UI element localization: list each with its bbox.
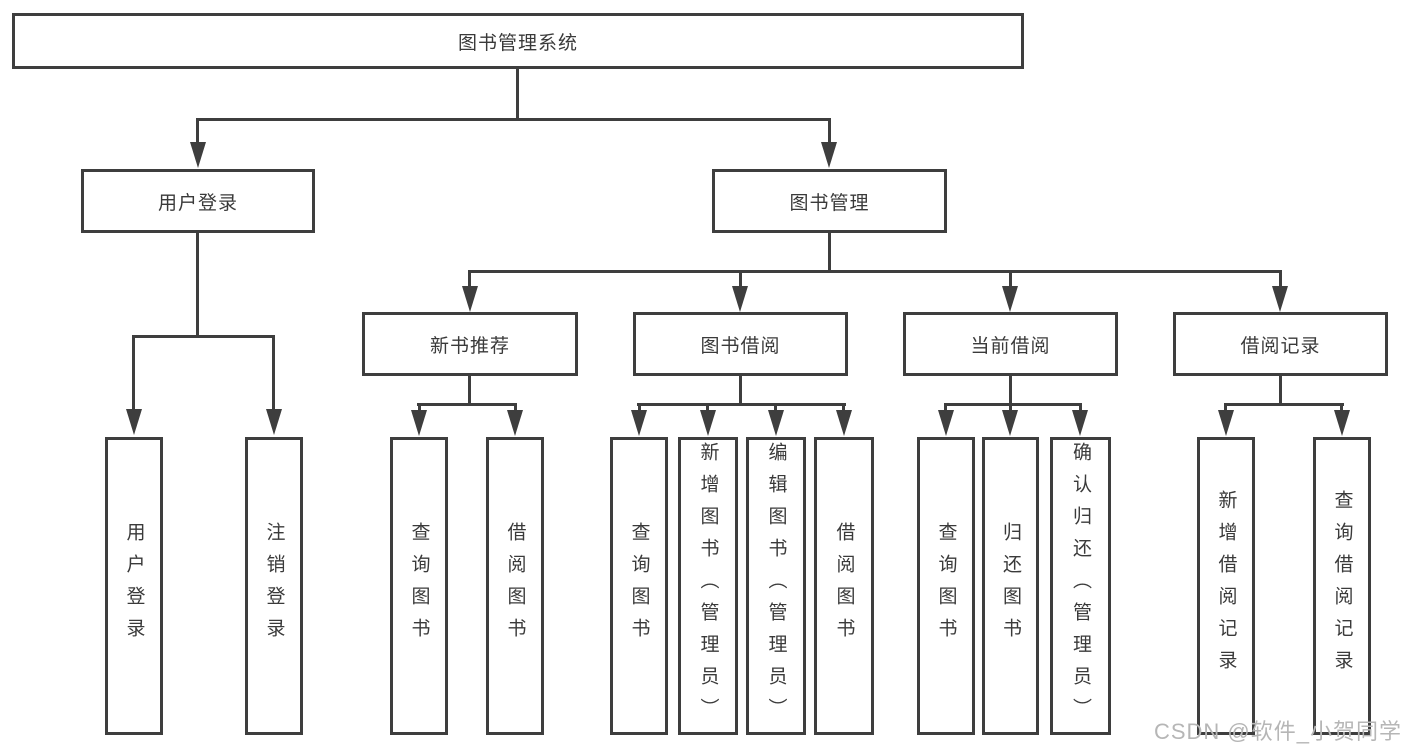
arrow-down-icon <box>462 286 478 312</box>
node-label: 用户登录 <box>157 192 238 214</box>
node-label: 查询图书 <box>628 522 650 650</box>
arrow-down-icon <box>190 142 206 168</box>
arrow-down-icon <box>700 410 716 436</box>
leaf-confirm-return-admin: 确认归还（管理员） <box>1050 437 1111 735</box>
connector-vline <box>1079 403 1082 412</box>
connector-vline <box>1009 270 1012 287</box>
node-label: 借阅图书 <box>833 522 855 650</box>
node-label: 用户登录 <box>123 522 145 650</box>
node-label: 图书借阅 <box>700 335 781 357</box>
arrow-down-icon <box>631 410 647 436</box>
connector-hline <box>637 403 846 406</box>
node-current-borrow: 当前借阅 <box>903 312 1118 376</box>
node-label: 当前借阅 <box>970 335 1051 357</box>
arrow-down-icon <box>1072 410 1088 436</box>
node-borrow-records: 借阅记录 <box>1173 312 1388 376</box>
arrow-down-icon <box>1334 410 1350 436</box>
arrow-down-icon <box>411 410 427 436</box>
arrow-down-icon <box>732 286 748 312</box>
connector-hline <box>417 403 517 406</box>
node-label: 借阅记录 <box>1240 335 1321 357</box>
connector-vline <box>739 374 742 405</box>
node-label: 图书管理 <box>789 192 870 214</box>
leaf-edit-books-admin: 编辑图书（管理员） <box>746 437 806 735</box>
leaf-logout: 注销登录 <box>245 437 303 735</box>
node-label: 编辑图书（管理员） <box>765 442 787 730</box>
connector-vline <box>196 118 199 145</box>
leaf-add-borrow-record: 新增借阅记录 <box>1197 437 1255 735</box>
watermark: CSDN @软件_小贺同学 <box>1153 719 1402 744</box>
leaf-query-books: 查询图书 <box>390 437 448 735</box>
connector-vline <box>196 232 199 337</box>
arrow-down-icon <box>768 410 784 436</box>
leaf-add-books-admin: 新增图书（管理员） <box>678 437 738 735</box>
leaf-borrow-books: 借阅图书 <box>486 437 544 735</box>
leaf-return-books: 归还图书 <box>982 437 1039 735</box>
arrow-down-icon <box>266 409 282 435</box>
node-library-management-system: 图书管理系统 <box>12 13 1024 69</box>
connector-vline <box>418 403 421 412</box>
connector-vline <box>739 270 742 287</box>
node-label: 新增图书（管理员） <box>697 442 719 730</box>
node-book-borrow: 图书借阅 <box>633 312 848 376</box>
connector-vline <box>828 232 831 272</box>
node-book-management: 图书管理 <box>712 169 947 233</box>
node-label: 查询图书 <box>935 522 957 650</box>
node-label: 图书管理系统 <box>457 32 578 54</box>
arrow-down-icon <box>1272 286 1288 312</box>
arrow-down-icon <box>938 410 954 436</box>
leaf-query-books: 查询图书 <box>917 437 975 735</box>
arrow-down-icon <box>836 410 852 436</box>
node-label: 新书推荐 <box>429 335 510 357</box>
node-new-book-recommend: 新书推荐 <box>362 312 578 376</box>
connector-vline <box>468 270 471 287</box>
node-label: 借阅图书 <box>504 522 526 650</box>
leaf-query-books: 查询图书 <box>610 437 668 735</box>
connector-vline <box>706 403 709 412</box>
connector-vline <box>514 403 517 412</box>
node-label: 查询图书 <box>408 522 430 650</box>
connector-vline <box>1009 403 1012 412</box>
leaf-query-borrow-record: 查询借阅记录 <box>1313 437 1371 735</box>
arrow-down-icon <box>126 409 142 435</box>
connector-vline <box>774 403 777 412</box>
node-label: 查询借阅记录 <box>1331 490 1353 682</box>
node-label: 确认归还（管理员） <box>1070 442 1091 730</box>
connector-vline <box>468 374 471 405</box>
connector-hline <box>468 270 1282 273</box>
connector-vline <box>828 118 831 145</box>
connector-vline <box>132 335 135 411</box>
connector-hline <box>944 403 1082 406</box>
connector-hline <box>1224 403 1344 406</box>
arrow-down-icon <box>821 142 837 168</box>
node-user-login: 用户登录 <box>81 169 315 233</box>
connector-vline <box>272 335 275 411</box>
leaf-borrow-books: 借阅图书 <box>814 437 874 735</box>
connector-vline <box>1340 403 1343 412</box>
node-label: 归还图书 <box>1000 522 1021 650</box>
connector-vline <box>842 403 845 412</box>
arrow-down-icon <box>1002 410 1018 436</box>
connector-hline <box>132 335 275 338</box>
connector-vline <box>1224 403 1227 412</box>
arrow-down-icon <box>1002 286 1018 312</box>
leaf-user-login: 用户登录 <box>105 437 163 735</box>
connector-vline <box>638 403 641 412</box>
connector-vline <box>1279 270 1282 287</box>
connector-hline <box>196 118 830 121</box>
connector-vline <box>944 403 947 412</box>
connector-vline <box>1009 374 1012 405</box>
node-label: 新增借阅记录 <box>1215 490 1237 682</box>
arrow-down-icon <box>507 410 523 436</box>
connector-vline <box>516 68 519 120</box>
node-label: 注销登录 <box>263 522 285 650</box>
arrow-down-icon <box>1218 410 1234 436</box>
connector-vline <box>1279 374 1282 405</box>
